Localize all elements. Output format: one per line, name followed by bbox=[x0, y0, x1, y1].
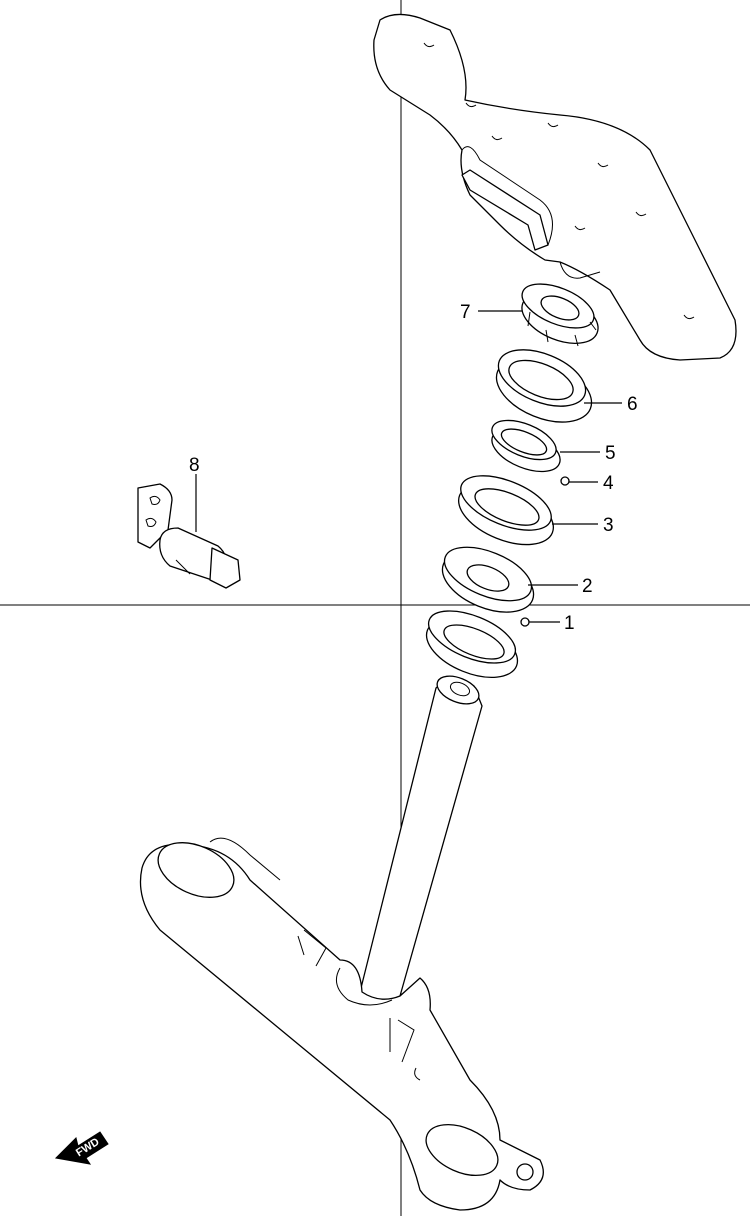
lower-bracket-steering-stem[interactable] bbox=[139, 671, 544, 1211]
part-1-lower-bearing[interactable] bbox=[418, 600, 526, 689]
callout-2: 2 bbox=[582, 576, 593, 597]
part-7-stem-nut[interactable] bbox=[515, 275, 606, 353]
part-8-steering-lock[interactable] bbox=[137, 483, 241, 589]
callout-6: 6 bbox=[627, 394, 638, 415]
part-4-steel-ball[interactable] bbox=[560, 476, 570, 486]
part-5-bearing-race[interactable] bbox=[486, 412, 566, 480]
callout-3: 3 bbox=[603, 515, 614, 536]
part-6-dust-seal[interactable] bbox=[487, 339, 601, 435]
callout-4: 4 bbox=[603, 473, 614, 494]
callout-8: 8 bbox=[189, 455, 200, 476]
part-2-washer[interactable] bbox=[434, 536, 542, 624]
callout-5: 5 bbox=[605, 443, 616, 464]
fwd-direction-arrow: FWD bbox=[54, 1131, 109, 1165]
callout-7: 7 bbox=[460, 302, 471, 323]
bracket-bolt-holes bbox=[423, 42, 695, 320]
part-1-ball bbox=[520, 617, 530, 627]
callout-1: 1 bbox=[564, 613, 575, 634]
upper-bracket[interactable] bbox=[373, 13, 737, 361]
part-3-steering-bearing[interactable] bbox=[450, 465, 562, 557]
